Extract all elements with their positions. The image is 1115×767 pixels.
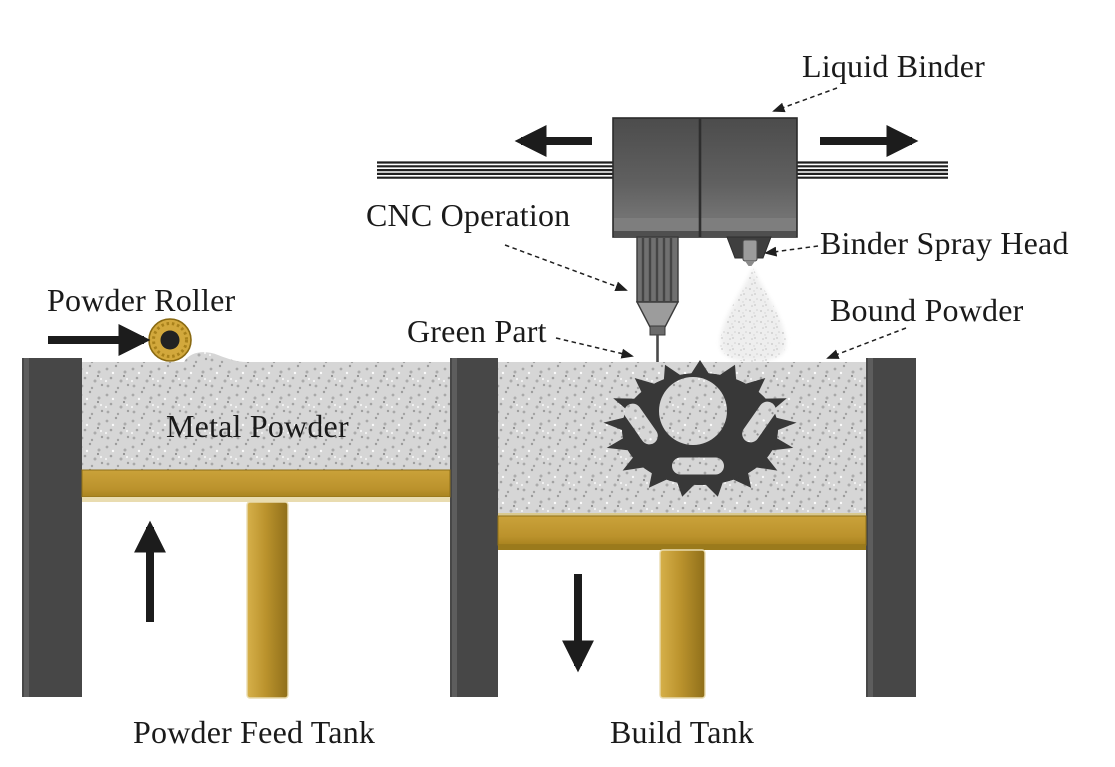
feed-tank-left-wall — [22, 358, 82, 697]
gear-slot-right — [742, 401, 776, 443]
liquid-binder-label: Liquid Binder — [802, 48, 986, 84]
gear-slot-bottom — [672, 457, 724, 475]
powder-roller-label: Powder Roller — [47, 282, 236, 318]
build-tank-label: Build Tank — [610, 714, 755, 750]
bound-powder-leader — [826, 327, 907, 359]
binder-spray-mist — [719, 267, 787, 362]
bound-powder-label: Bound Powder — [830, 292, 1024, 328]
center-wall — [450, 358, 498, 697]
tank-walls — [22, 358, 916, 697]
build-tank-piston — [497, 513, 867, 699]
cnc-spindle — [635, 236, 680, 362]
binder-spray-head-label: Binder Spray Head — [820, 225, 1069, 261]
powder-roller — [148, 318, 192, 362]
green-part-gear — [603, 360, 797, 497]
binder-spray-head-leader — [764, 245, 819, 257]
cnc-operation-label: CNC Operation — [366, 197, 571, 233]
cnc-operation-leader — [504, 244, 628, 292]
metal-powder-label: Metal Powder — [166, 408, 349, 444]
feed-tank-piston — [81, 469, 451, 699]
powder-feed-tank-label: Powder Feed Tank — [133, 714, 376, 750]
liquid-binder-leader — [772, 87, 838, 113]
feed-tank-powder — [82, 352, 450, 470]
build-tank-right-wall — [866, 358, 916, 697]
green-part-label: Green Part — [407, 313, 547, 349]
green-part-leader — [555, 337, 634, 359]
powder-mound — [184, 352, 246, 362]
binder-spray-head — [726, 236, 772, 266]
print-head-carriage — [612, 117, 798, 238]
gear-slot-left — [624, 403, 658, 445]
gear-center-hole — [659, 377, 727, 445]
